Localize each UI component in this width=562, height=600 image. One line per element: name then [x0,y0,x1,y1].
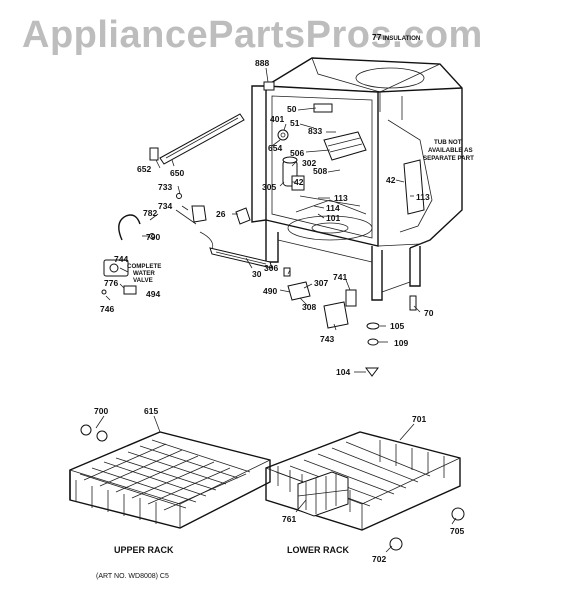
tub-note-line1: TUB NOT [434,139,462,146]
tub-note-line2: AVAILABLE AS [428,147,473,154]
label-113b: 113 [416,192,430,202]
dishwasher-tub [251,57,463,301]
label-51: 51 [290,118,300,128]
label-506: 506 [290,148,304,158]
label-761: 761 [282,514,296,524]
label-650: 650 [170,168,184,178]
label-308: 308 [302,302,316,312]
label-494: 494 [146,289,160,299]
label-113a: 113 [334,193,348,203]
art-number: (ART NO. WD8008) C5 [96,573,169,580]
label-702: 702 [372,554,386,564]
label-705: 705 [450,526,464,536]
label-42a: 42 [294,177,304,187]
label-833: 833 [308,126,322,136]
label-104: 104 [336,367,350,377]
lower-middle-parts [283,267,417,377]
label-746: 746 [100,304,114,314]
watermark: AppliancePartsPros.com [22,14,483,56]
left-side-parts [101,113,273,295]
valve-note-line3: VALVE [133,277,153,284]
label-307: 307 [314,278,328,288]
tub-note-line3: SEPARATE PART [423,155,474,162]
label-30: 30 [252,269,262,279]
label-101: 101 [326,213,340,223]
label-790: 790 [146,232,160,242]
caption-upper-rack: UPPER RACK [114,545,174,555]
label-50: 50 [287,104,297,114]
leader-lines [95,67,457,553]
caption-lower-rack: LOWER RACK [287,545,349,555]
label-490: 490 [263,286,277,296]
label-302: 302 [302,158,316,168]
label-114: 114 [326,203,340,213]
label-701: 701 [412,414,426,424]
label-109: 109 [394,338,408,348]
label-42b: 42 [386,175,396,185]
label-652: 652 [137,164,151,174]
label-306: 306 [264,263,278,273]
label-782: 782 [143,208,157,218]
label-776: 776 [104,278,118,288]
valve-note-line1: COMPLETE [127,263,161,270]
part-number-labels: 77 INSULATION 888 50 51 833 401 654 506 … [94,32,474,564]
label-741: 741 [333,272,347,282]
label-733: 733 [158,182,172,192]
label-508: 508 [313,166,327,176]
upper-rack-drawing [69,424,271,529]
label-26: 26 [216,209,226,219]
label-888: 888 [255,58,269,68]
label-743: 743 [320,334,334,344]
label-401: 401 [270,114,284,124]
label-734: 734 [158,201,172,211]
label-insulation: INSULATION [383,35,421,42]
label-70: 70 [424,308,434,318]
label-77: 77 [372,32,382,42]
valve-note-line2: WATER [133,270,155,277]
label-700: 700 [94,406,108,416]
lower-rack-drawing [265,431,465,551]
label-615: 615 [144,406,158,416]
label-105: 105 [390,321,404,331]
label-654: 654 [268,143,282,153]
label-305: 305 [262,182,276,192]
label-744: 744 [114,254,128,264]
